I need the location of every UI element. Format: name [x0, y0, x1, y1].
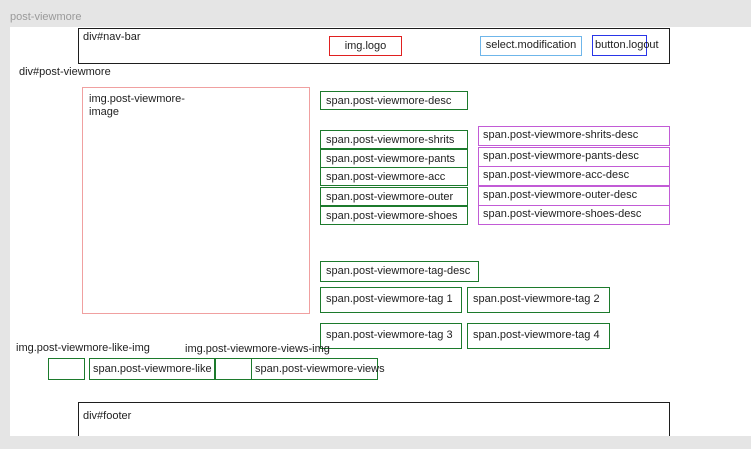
tag-3-label: span.post-viewmore-tag 3 [326, 329, 453, 341]
logout-button-label: button.logout [595, 39, 659, 51]
footer-label: div#footer [83, 410, 132, 422]
views-span: span.post-viewmore-views [251, 358, 385, 380]
tag-1-label: span.post-viewmore-tag 1 [326, 293, 453, 305]
like-span-label: span.post-viewmore-like [93, 363, 212, 375]
shoes-desc-label: span.post-viewmore-shoes-desc [483, 208, 642, 220]
shirts-label: span.post-viewmore-shrits [326, 134, 455, 146]
tag-desc-span: span.post-viewmore-tag-desc [320, 261, 479, 282]
tag-2-label: span.post-viewmore-tag 2 [473, 293, 600, 305]
shirts-desc-label: span.post-viewmore-shrits-desc [483, 129, 639, 141]
pants-desc-span: span.post-viewmore-pants-desc [478, 147, 670, 167]
acc-span: span.post-viewmore-acc [320, 167, 468, 186]
shirts-span: span.post-viewmore-shrits [320, 130, 468, 149]
views-span-label: span.post-viewmore-views [255, 363, 385, 375]
pants-span: span.post-viewmore-pants [320, 149, 468, 168]
modification-select[interactable]: select.modification [480, 36, 582, 56]
footer-container: div#footer [78, 402, 670, 436]
nav-bar-label: div#nav-bar [83, 31, 141, 43]
logo-label: img.logo [344, 40, 387, 52]
outer-label: span.post-viewmore-outer [326, 191, 454, 203]
views-img-label: img.post-viewmore-views-img [185, 343, 330, 355]
outer-desc-label: span.post-viewmore-outer-desc [483, 189, 638, 201]
outer-desc-span: span.post-viewmore-outer-desc [478, 186, 670, 206]
views-img[interactable] [215, 358, 252, 380]
acc-label: span.post-viewmore-acc [326, 171, 446, 183]
pants-desc-label: span.post-viewmore-pants-desc [483, 150, 639, 162]
shoes-span: span.post-viewmore-shoes [320, 206, 468, 225]
tag-4-label: span.post-viewmore-tag 4 [473, 329, 600, 341]
logout-button[interactable]: button.logout [592, 35, 659, 56]
pants-label: span.post-viewmore-pants [326, 153, 456, 165]
logo-image[interactable]: img.logo [329, 36, 402, 56]
like-img[interactable] [48, 358, 85, 380]
acc-desc-span: span.post-viewmore-acc-desc [478, 166, 670, 186]
tag-2-span: span.post-viewmore-tag 2 [467, 287, 610, 313]
tag-3-span: span.post-viewmore-tag 3 [320, 323, 462, 349]
shoes-label: span.post-viewmore-shoes [326, 210, 458, 222]
frame-title: post-viewmore [10, 11, 82, 23]
modification-select-label: select.modification [485, 39, 577, 51]
tag-desc-label: span.post-viewmore-tag-desc [326, 265, 471, 277]
post-desc-span: span.post-viewmore-desc [320, 91, 468, 110]
acc-desc-label: span.post-viewmore-acc-desc [483, 169, 630, 181]
tag-4-span: span.post-viewmore-tag 4 [467, 323, 610, 349]
shirts-desc-span: span.post-viewmore-shrits-desc [478, 126, 670, 146]
like-img-label: img.post-viewmore-like-img [16, 342, 150, 354]
post-image: img.post-viewmore-image [82, 87, 310, 314]
post-image-label: img.post-viewmore-image [89, 93, 185, 118]
tag-1-span: span.post-viewmore-tag 1 [320, 287, 462, 313]
outer-span: span.post-viewmore-outer [320, 187, 468, 206]
post-desc-label: span.post-viewmore-desc [326, 95, 452, 107]
shoes-desc-span: span.post-viewmore-shoes-desc [478, 205, 670, 225]
post-viewmore-container-label: div#post-viewmore [19, 66, 111, 78]
frame-post-viewmore: div#nav-bar img.logo select.modification… [10, 27, 751, 436]
like-span: span.post-viewmore-like [89, 358, 215, 380]
